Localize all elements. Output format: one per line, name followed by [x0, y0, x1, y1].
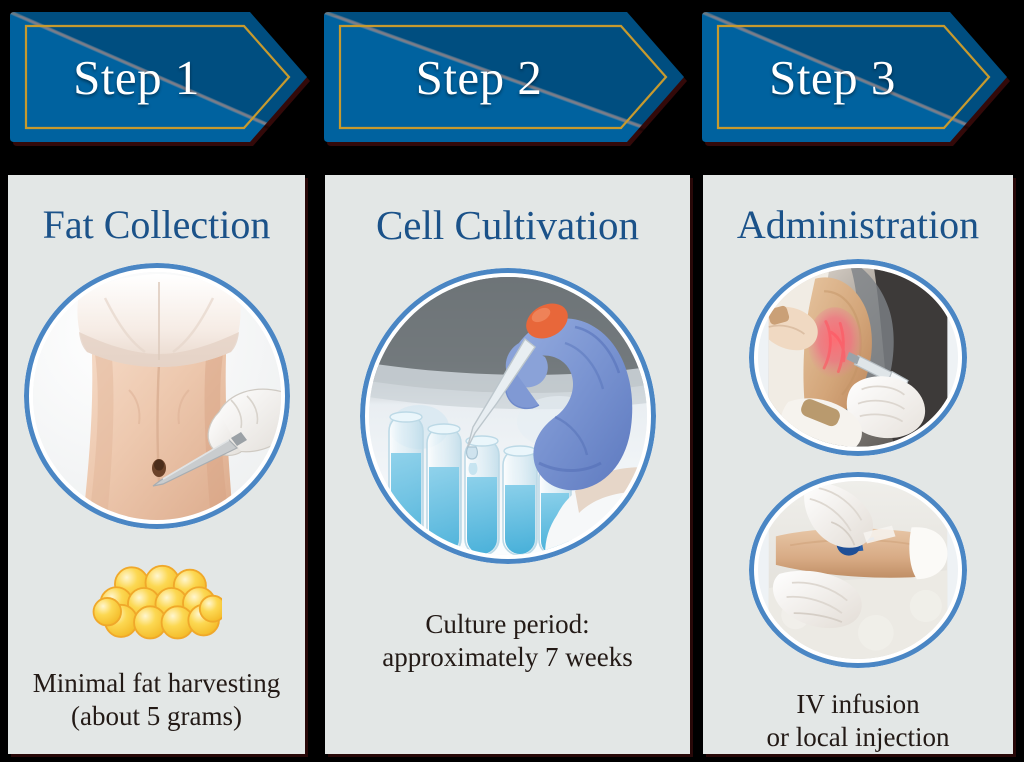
step-card-2: Cell Cultivation	[325, 175, 690, 754]
step-title-3: Administration	[736, 202, 980, 247]
cell-cultivation-photo	[359, 268, 656, 564]
step-card-3: Administration	[703, 175, 1013, 754]
fat-collection-photo-inner	[32, 272, 281, 520]
fat-cell-cluster-icon	[92, 561, 222, 641]
banner-chevron-shape-3	[702, 12, 1007, 142]
step-title-1: Fat Collection	[42, 202, 271, 247]
step-banner-1[interactable]: Step 1	[8, 8, 313, 146]
cell-cultivation-photo-inner	[368, 277, 647, 555]
abdomen-liposuction-illustration	[32, 272, 281, 520]
iv-infusion-arm-illustration	[768, 480, 948, 660]
knee-injection-photo-inner	[758, 268, 958, 447]
step-caption-1: Minimal fat harvesting (about 5 grams)	[32, 668, 281, 731]
knee-injection-photo	[749, 259, 967, 456]
iv-infusion-photo-inner	[758, 480, 958, 660]
step-caption-3: IV infusion or local injection	[766, 689, 950, 753]
step-title-2: Cell Cultivation	[375, 202, 640, 248]
lab-pipette-test-tubes-illustration	[368, 277, 647, 555]
fat-cell-cluster-svg	[92, 564, 222, 640]
step-card-1: Fat Collection	[8, 175, 305, 754]
step-caption-2: Culture period: approximately 7 weeks	[382, 609, 633, 672]
banner-chevron-shape-2	[324, 12, 684, 142]
iv-infusion-photo	[749, 471, 967, 669]
knee-local-injection-illustration	[767, 268, 948, 447]
step-banner-2[interactable]: Step 2	[322, 8, 690, 146]
banner-chevron-shape-1	[10, 12, 307, 142]
step-banner-3[interactable]: Step 3	[700, 8, 1013, 146]
fat-collection-photo	[23, 263, 290, 529]
